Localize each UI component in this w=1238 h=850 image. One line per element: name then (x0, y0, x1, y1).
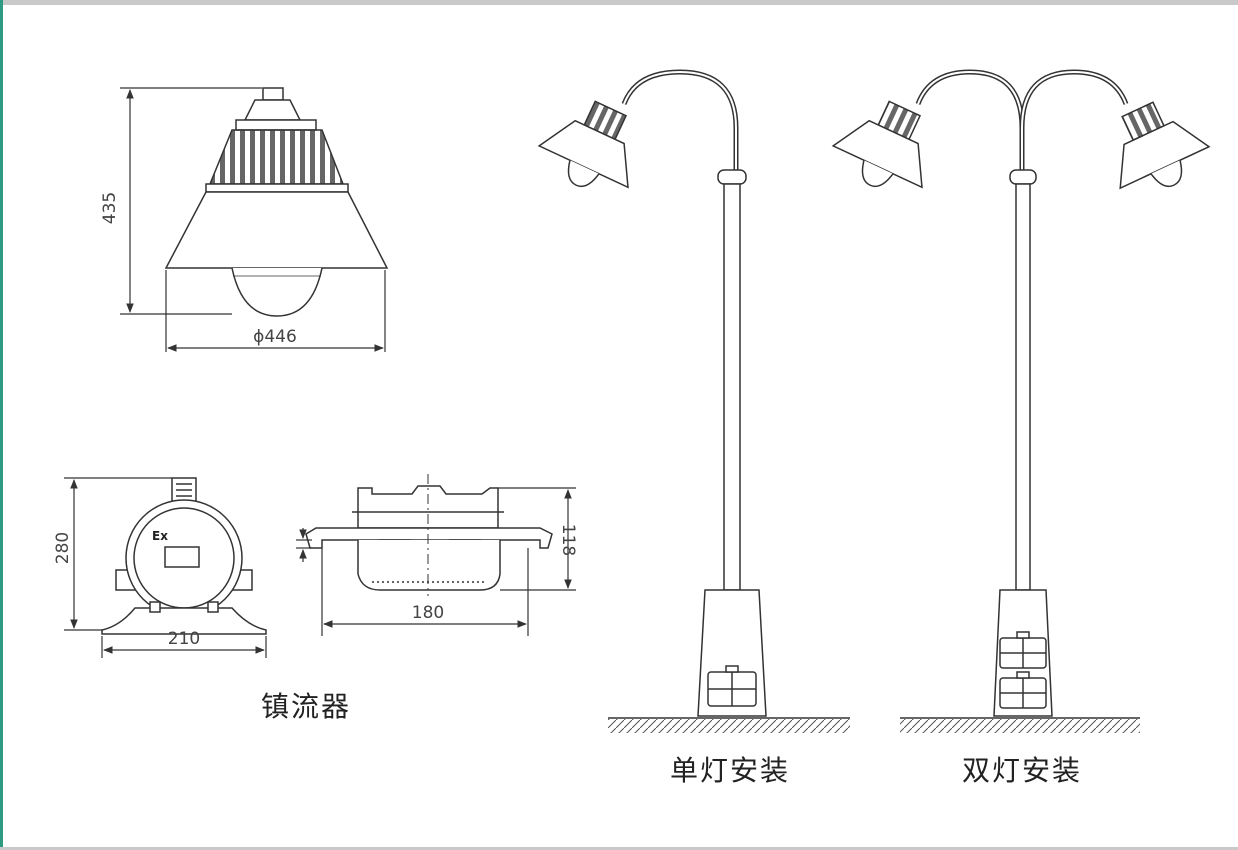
luminaire-diameter-label: ϕ446 (253, 327, 297, 347)
ballast-height-label: 280 (53, 532, 73, 564)
ballast-depth-label: 180 (412, 603, 444, 623)
ballast-side-height-label: 118 (558, 524, 578, 556)
ex-mark: Ex (152, 529, 168, 543)
double-pole-caption: 双灯安装 (962, 754, 1082, 787)
ballast-width-label: 210 (168, 629, 200, 649)
luminaire-drawing (164, 87, 389, 317)
ballast-front-drawing (101, 477, 267, 635)
single-pole-caption: 单灯安装 (670, 754, 790, 787)
luminaire-height-label: 435 (100, 192, 120, 224)
ballast-front-dimensions (64, 477, 267, 658)
ballast-caption: 镇流器 (261, 690, 351, 723)
bottom-border (0, 847, 1238, 850)
ballast-side-dimensions (296, 487, 576, 636)
ground-hatch-single (608, 719, 850, 733)
ground-hatch-double (900, 719, 1140, 733)
top-border (0, 0, 1238, 5)
luminaire-dimensions (120, 87, 386, 352)
single-pole-drawing (537, 69, 767, 717)
left-border (0, 0, 3, 850)
ballast-side-drawing (305, 485, 553, 591)
double-pole-drawing (831, 69, 1211, 717)
